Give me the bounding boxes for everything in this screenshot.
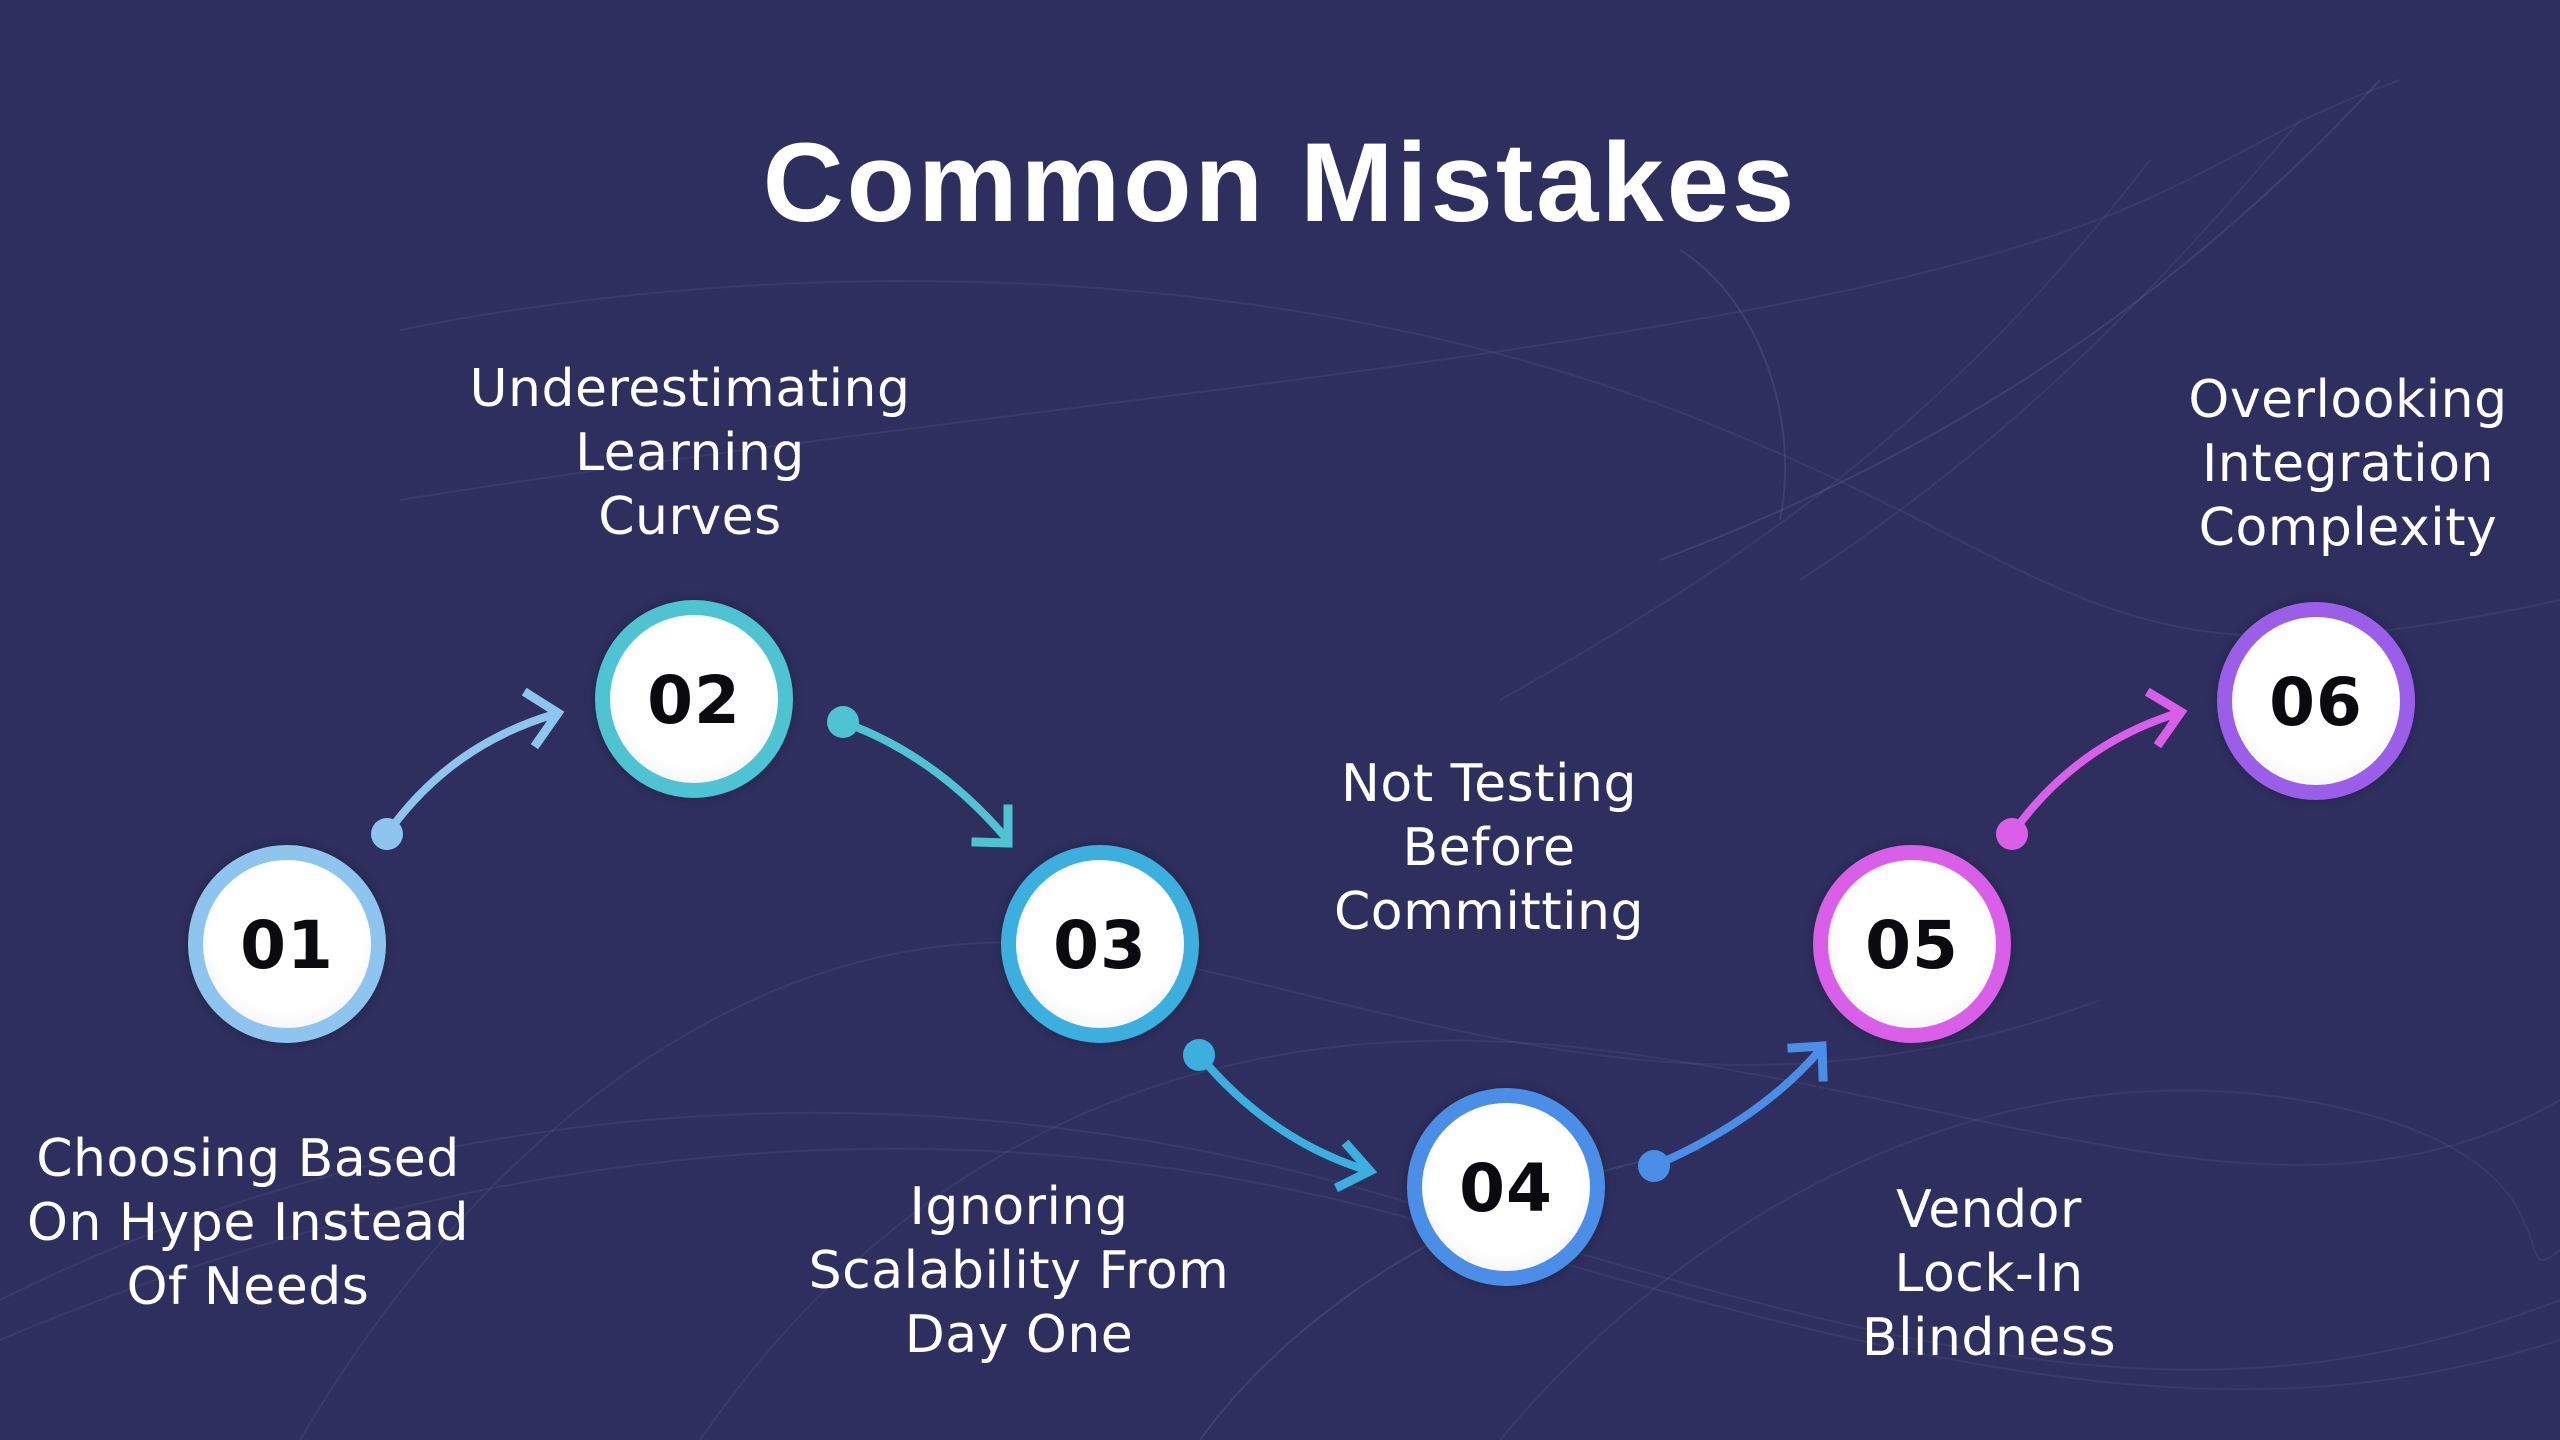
step-label-02: Underestimating Learning Curves (430, 357, 950, 549)
connector-arrow-01-02 (371, 687, 565, 850)
step-label-01: Choosing Based On Hype Instead Of Needs (0, 1127, 508, 1319)
step-label-line: Vendor (1896, 1180, 2082, 1240)
step-label-line: Blindness (1861, 1308, 2117, 1368)
step-label-line: Before (1402, 818, 1576, 878)
step-number-03: 03 (1053, 906, 1147, 984)
connector-arrow-02-03 (827, 706, 1013, 848)
step-label-05: Vendor Lock-In Blindness (1729, 1178, 2249, 1370)
step-label-line: Scalability From (808, 1241, 1230, 1301)
step-label-line: Curves (598, 487, 782, 547)
step-label-line: Learning (575, 423, 805, 483)
step-number-06: 06 (2269, 663, 2363, 741)
step-label-04: Not Testing Before Committing (1229, 752, 1749, 944)
step-circle-03: 03 (1001, 845, 1199, 1043)
step-label-line: On Hype Instead (27, 1193, 469, 1253)
step-number-04: 04 (1459, 1149, 1553, 1227)
step-label-line: Underestimating (469, 359, 911, 419)
step-label-line: Ignoring (909, 1177, 1129, 1237)
step-label-line: Overlooking (2188, 370, 2508, 430)
step-label-06: Overlooking Integration Complexity (2088, 368, 2560, 560)
step-circle-01: 01 (188, 845, 386, 1043)
step-label-03: Ignoring Scalability From Day One (759, 1175, 1279, 1367)
step-label-line: Committing (1333, 882, 1645, 942)
step-label-line: Not Testing (1341, 754, 1637, 814)
step-label-line: Of Needs (126, 1257, 370, 1317)
step-circle-02: 02 (595, 600, 793, 798)
step-label-line: Choosing Based (36, 1129, 460, 1189)
connector-arrow-03-04 (1183, 1039, 1378, 1193)
page-title: Common Mistakes (762, 120, 1798, 245)
step-number-01: 01 (240, 906, 334, 984)
step-label-line: Lock-In (1894, 1244, 2084, 1304)
step-label-line: Complexity (2198, 498, 2498, 558)
connector-arrow-04-05 (1638, 1041, 1828, 1182)
step-circle-05: 05 (1813, 845, 2011, 1043)
step-label-line: Day One (904, 1305, 1134, 1365)
step-circle-06: 06 (2217, 602, 2415, 800)
step-label-line: Integration (2201, 434, 2495, 494)
step-number-02: 02 (647, 661, 741, 739)
step-number-05: 05 (1865, 906, 1959, 984)
connector-arrow-05-06 (1996, 687, 2188, 850)
step-circle-04: 04 (1407, 1088, 1605, 1286)
